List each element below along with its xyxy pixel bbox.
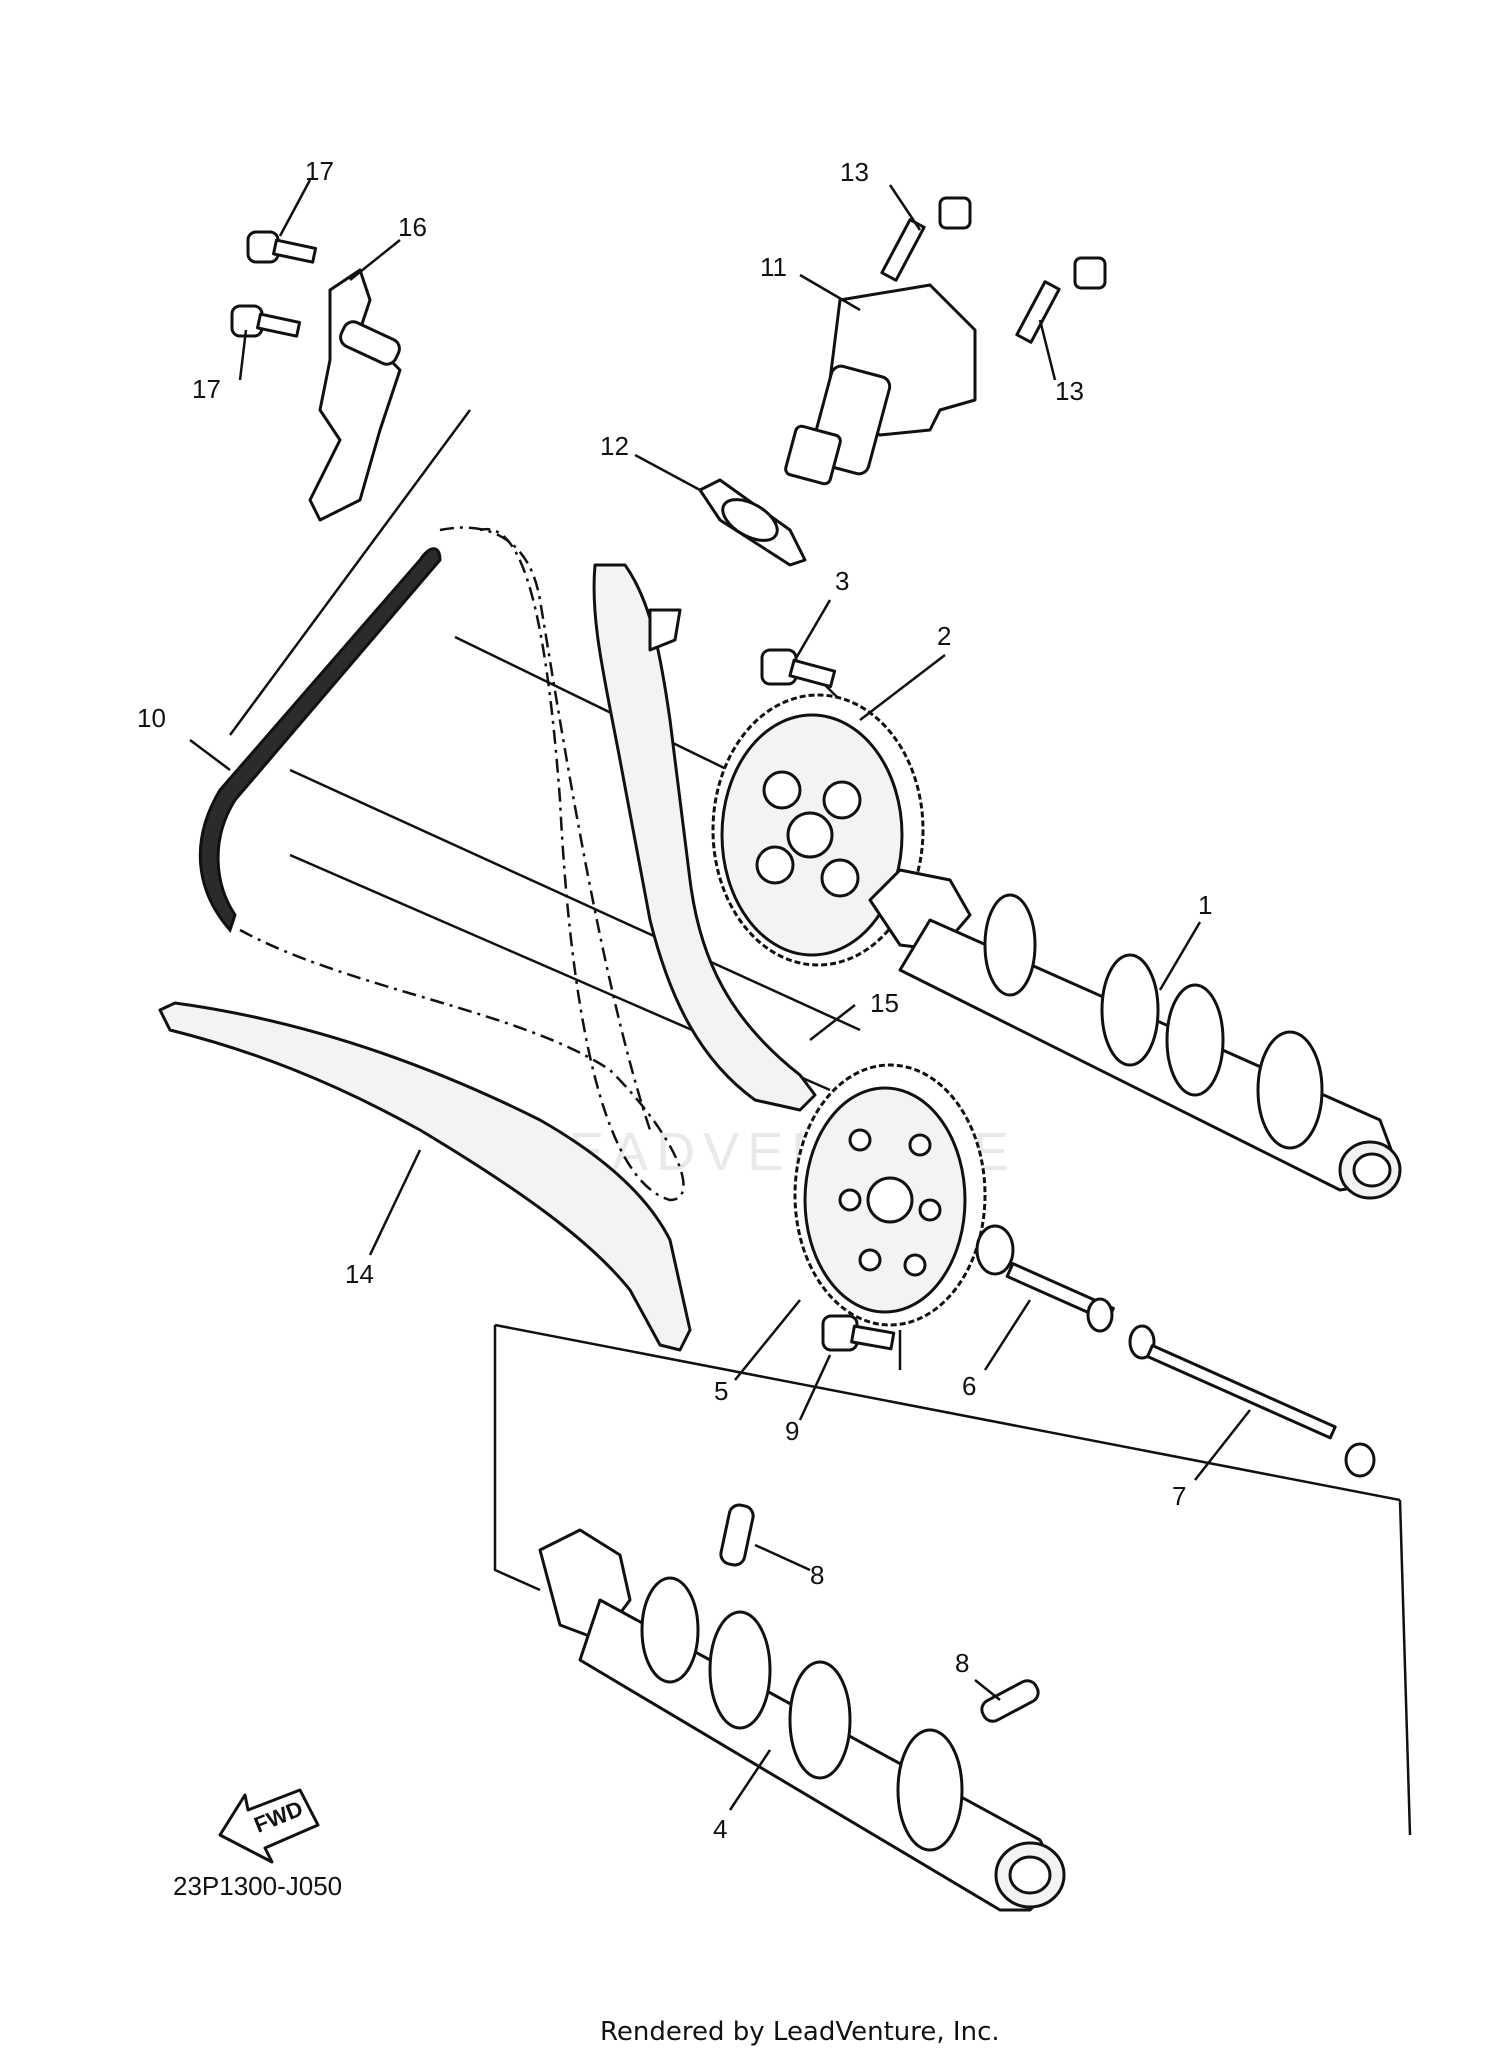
callout-5: 5 xyxy=(714,1376,728,1406)
callout-17-upper: 17 xyxy=(305,156,334,186)
forward-direction-arrow: FWD xyxy=(218,1788,320,1864)
callout-3: 3 xyxy=(835,566,849,596)
callout-10: 10 xyxy=(137,703,166,733)
part-1-camshaft-upper xyxy=(868,868,1402,1200)
callout-6: 6 xyxy=(962,1371,976,1401)
part-5-camshaft-sprocket-lower xyxy=(793,1063,987,1327)
callout-numbers: 1 2 3 4 5 6 7 8 8 9 10 11 12 13 13 14 15… xyxy=(137,156,1212,1844)
part-8-dowel-pin-upper xyxy=(719,1503,755,1567)
part-14-chain-guide xyxy=(158,1001,692,1352)
callout-17-lower: 17 xyxy=(192,374,221,404)
part-13-bolt-right xyxy=(1015,256,1107,344)
part-9-bolt xyxy=(821,1314,896,1352)
part-13-bolt-upper xyxy=(880,196,972,282)
part-4-camshaft-lower xyxy=(538,1528,1066,1912)
callout-15: 15 xyxy=(870,988,899,1018)
callout-12: 12 xyxy=(600,431,629,461)
part-12-gasket xyxy=(698,478,807,567)
callout-1: 1 xyxy=(1198,890,1212,920)
part-11-chain-tensioner xyxy=(784,283,977,486)
part-8-dowel-pin-lower xyxy=(980,1679,1040,1723)
callout-14: 14 xyxy=(345,1259,374,1289)
rendered-by-credit: Rendered by LeadVenture, Inc. xyxy=(600,2017,1000,2047)
callout-2: 2 xyxy=(937,621,951,651)
callout-13-upper: 13 xyxy=(840,157,869,187)
part-7-shaft xyxy=(1128,1324,1376,1478)
part-6-shaft xyxy=(975,1224,1115,1333)
callout-8-upper: 8 xyxy=(810,1560,824,1590)
callout-9: 9 xyxy=(785,1416,799,1446)
callout-13-right: 13 xyxy=(1055,376,1084,406)
diagram-code: 23P1300-J050 xyxy=(173,1871,342,1901)
part-17-bolt-upper xyxy=(246,230,318,264)
callout-7: 7 xyxy=(1172,1481,1186,1511)
part-15-chain-guide xyxy=(592,563,817,1112)
callout-11: 11 xyxy=(760,252,787,282)
part-10-timing-chain xyxy=(198,526,685,1202)
callout-leaders xyxy=(189,179,1251,1811)
callout-16: 16 xyxy=(398,212,427,242)
part-3-bolt xyxy=(760,648,837,689)
part-17-bolt-lower xyxy=(230,304,302,338)
callout-8-lower: 8 xyxy=(955,1648,969,1678)
part-16-chain-guide-plate xyxy=(308,268,402,522)
callout-4: 4 xyxy=(713,1814,727,1844)
